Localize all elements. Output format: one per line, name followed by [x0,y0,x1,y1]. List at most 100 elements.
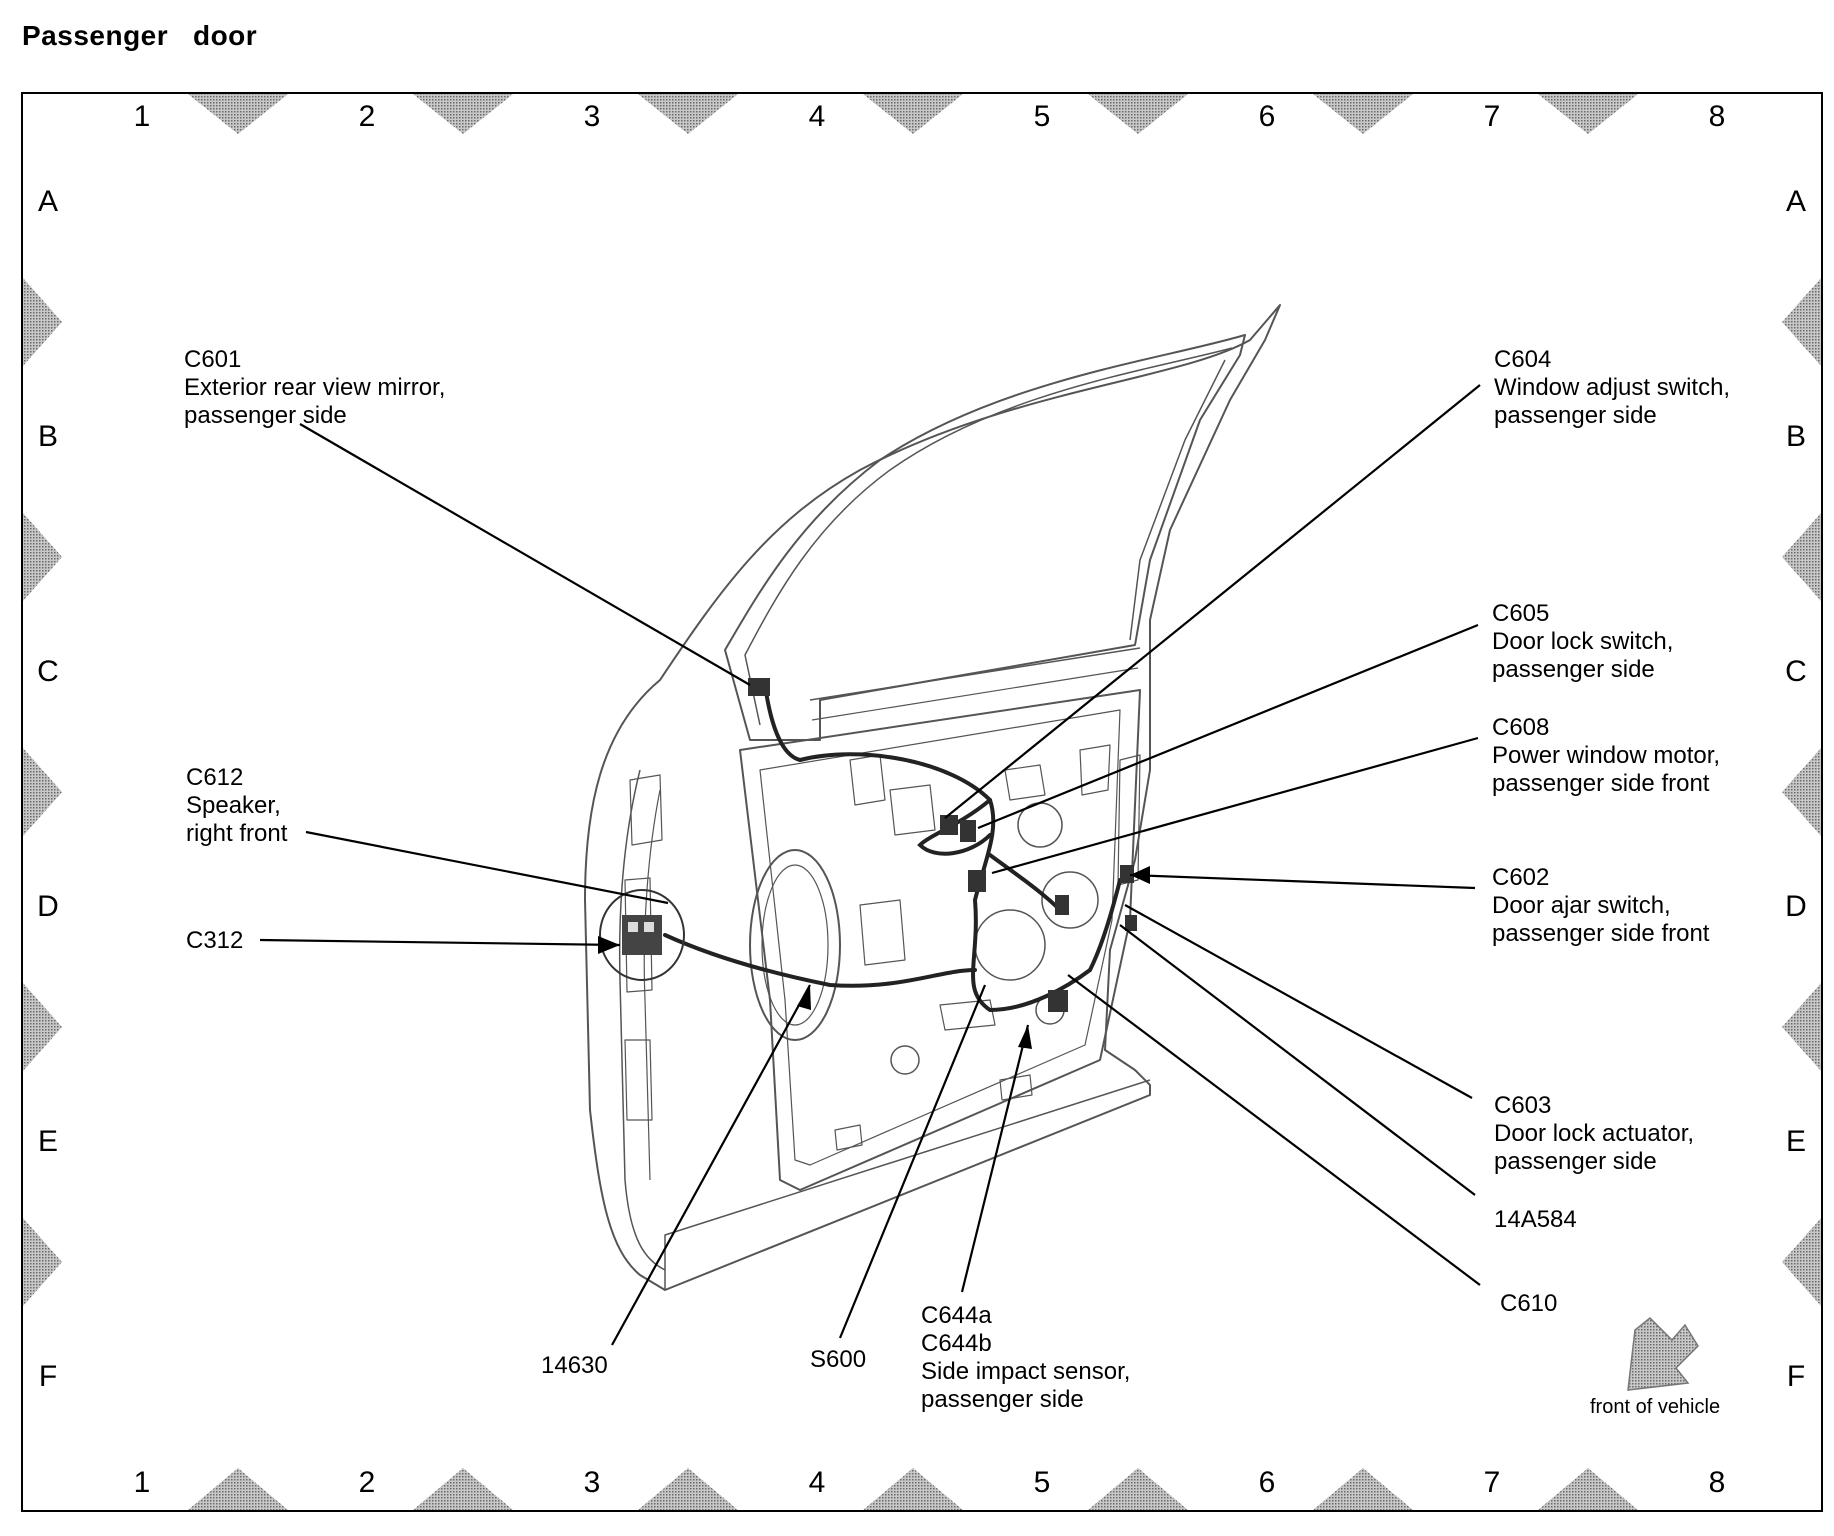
callout-c603: C603 Door lock actuator, passenger side [1494,1092,1694,1176]
leader-lines [259,384,1481,1346]
grid-row-right: D [1785,890,1807,923]
front-of-vehicle-arrow-icon [1627,1316,1699,1391]
grid-row-left: E [38,1125,58,1158]
callout-c608: C608 Power window motor, passenger side … [1492,714,1720,798]
grid-row-right: B [1786,420,1806,453]
callout-code: S600 [810,1346,867,1373]
grid-row-left: B [38,420,58,453]
grid-col-top: 6 [1259,100,1276,133]
callout-c601: C601 Exterior rear view mirror, passenge… [184,346,445,430]
right-row-markers [1782,278,1821,1306]
grid-row-right: F [1787,1360,1805,1393]
callout-desc: Power window motor, [1492,742,1721,769]
leader-c612 [305,830,669,905]
leader-c604 [944,384,1481,819]
callout-desc: Door lock switch, [1492,628,1674,655]
callout-desc: Door ajar switch, [1492,892,1671,919]
callout-code: C602 [1492,864,1550,891]
callout-code: C644b [921,1330,992,1357]
grid-col-top: 5 [1034,100,1051,133]
grid-col-bottom: 8 [1709,1466,1726,1499]
grid-row-left: F [39,1360,57,1393]
grid-col-bottom: 3 [584,1466,601,1499]
grid-col-bottom: 4 [809,1466,826,1499]
leader-s600 [838,984,987,1339]
callout-desc: passenger side [1494,1148,1657,1175]
leader-c608 [991,736,1479,875]
grid-row-right: E [1786,1125,1806,1158]
page-title: Passenger door [22,20,258,51]
callout-desc: Exterior rear view mirror, [184,374,446,401]
callout-desc: passenger side [184,402,347,429]
top-column-markers [188,94,1638,134]
leader-c605 [977,623,1479,830]
callout-c612: C612 Speaker, right front [186,764,287,848]
door-illustration [584,304,1281,1291]
grid-col-top: 7 [1484,100,1501,133]
callout-desc: Door lock actuator, [1494,1120,1695,1147]
grid-col-bottom: 7 [1484,1466,1501,1499]
callout-c605: C605 Door lock switch, passenger side [1492,600,1673,684]
grid-col-top: 8 [1709,100,1726,133]
leader-c603 [1124,904,1473,1099]
grid-col-top: 1 [134,100,151,133]
callout-c610: C610 [1500,1290,1557,1318]
grid-col-bottom: 5 [1034,1466,1051,1499]
grid-col-top: 2 [359,100,376,133]
grid-row-left: C [37,655,59,688]
wiring-harness [663,683,1122,1013]
leader-c312 [259,938,621,947]
grid-row-right: C [1785,655,1807,688]
callout-desc: Window adjust switch, [1494,374,1731,401]
grid-row-right: A [1786,185,1806,218]
callout-c604: C604 Window adjust switch, passenger sid… [1494,346,1730,430]
callout-code: C312 [186,927,244,954]
callout-desc: right front [186,820,288,847]
callout-desc: Speaker, [186,792,281,819]
leader-c601 [299,423,751,686]
grid-col-bottom: 6 [1259,1466,1276,1499]
callout-code: C612 [186,764,244,791]
callout-code: C601 [184,346,242,373]
left-row-markers [23,278,62,1306]
leader-c644 [960,1024,1030,1293]
callout-c602: C602 Door ajar switch, passenger side fr… [1492,864,1709,948]
callout-code: C608 [1492,714,1550,741]
window-frame [724,334,1246,741]
connector-blocks [748,678,1137,1012]
callout-desc: passenger side front [1492,920,1710,947]
grid-row-left: D [37,890,59,923]
callout-code: C603 [1494,1092,1552,1119]
speaker-connector [599,889,685,981]
grid-col-bottom: 1 [134,1466,151,1499]
callout-c312: C312 [186,927,243,955]
callout-14630: 14630 [541,1352,608,1380]
callout-c644: C644a C644b Side impact sensor, passenge… [921,1302,1130,1414]
callout-code: C644a [921,1302,992,1329]
inner-panel [739,689,1141,1191]
grid-col-top: 3 [584,100,601,133]
callout-code: 14630 [541,1352,608,1379]
callout-s600: S600 [810,1346,866,1374]
grid-row-left: A [38,185,58,218]
diagram-frame [21,92,1823,1512]
callout-code: 14A584 [1494,1206,1577,1233]
speaker-ring [749,849,841,1041]
callout-desc: passenger side [921,1386,1084,1413]
callout-code: C604 [1494,346,1552,373]
front-of-vehicle-label: front of vehicle [1590,1396,1721,1418]
callout-code: C605 [1492,600,1550,627]
leader-c602 [1129,873,1476,890]
leader-14630 [611,984,811,1346]
callout-14a584: 14A584 [1494,1206,1577,1234]
grid-col-top: 4 [809,100,826,133]
callout-desc: Side impact sensor, [921,1358,1131,1385]
grid-col-bottom: 2 [359,1466,376,1499]
bottom-column-markers [188,1468,1638,1510]
callout-desc: passenger side front [1492,770,1710,797]
door-outer-shell [584,304,1281,1291]
callout-code: C610 [1500,1290,1558,1317]
callout-desc: passenger side [1492,656,1655,683]
callout-desc: passenger side [1494,402,1657,429]
